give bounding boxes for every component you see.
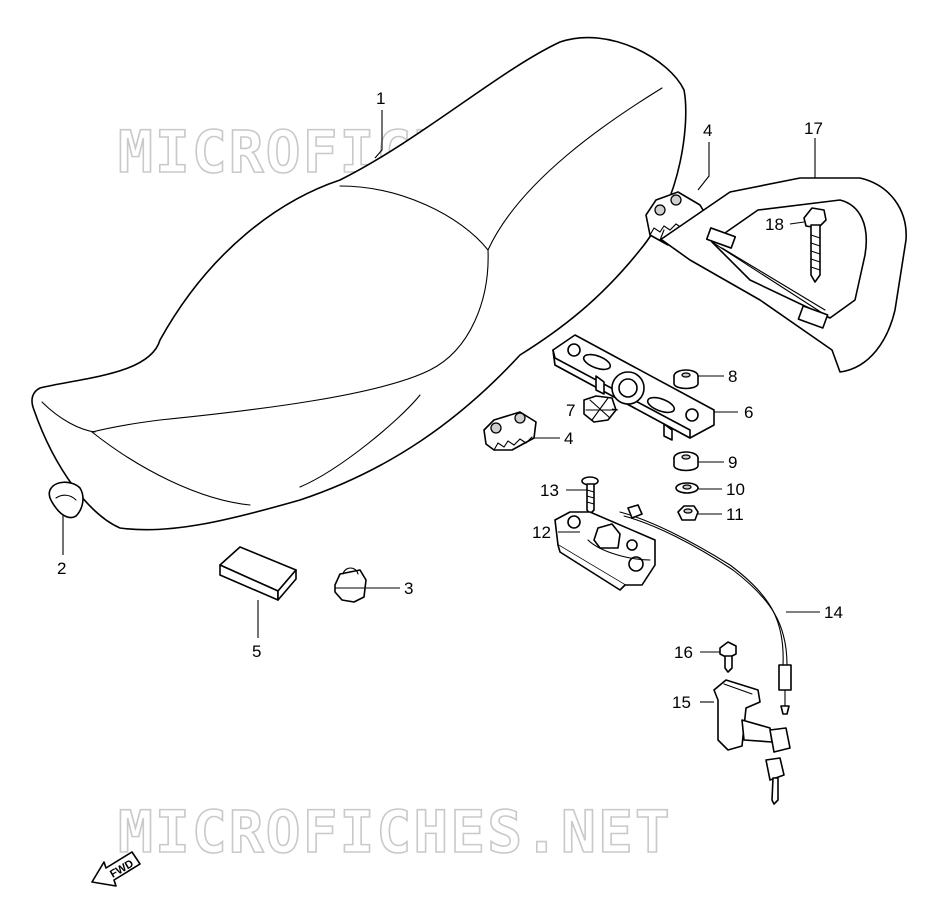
callout-1: 1 xyxy=(376,89,385,108)
rubber-cushion-lower[interactable] xyxy=(483,411,537,451)
washer-10[interactable] xyxy=(675,482,699,494)
callout-4-lower: 4 xyxy=(564,429,573,448)
screw-13[interactable] xyxy=(581,476,599,515)
rear-cover[interactable] xyxy=(659,177,907,373)
cushion-9[interactable] xyxy=(673,451,699,472)
callout-18: 18 xyxy=(765,215,784,234)
callout-13: 13 xyxy=(540,481,559,500)
fwd-arrow: FWD xyxy=(91,851,141,887)
callout-14: 14 xyxy=(824,603,843,622)
callout-8: 8 xyxy=(728,367,737,386)
callout-16: 16 xyxy=(674,643,693,662)
bolt-18[interactable] xyxy=(803,207,827,283)
nut[interactable] xyxy=(334,567,367,603)
callout-9: 9 xyxy=(728,453,737,472)
key-lock[interactable] xyxy=(713,679,791,805)
callout-15: 15 xyxy=(672,693,691,712)
callout-12: 12 xyxy=(532,523,551,542)
seat-lock[interactable] xyxy=(554,511,656,591)
fwd-label: FWD xyxy=(108,858,136,881)
block[interactable] xyxy=(219,546,297,601)
nut-11[interactable] xyxy=(677,505,699,521)
leader-lines xyxy=(62,110,820,703)
callout-5: 5 xyxy=(252,642,261,661)
seat-lock-cable[interactable] xyxy=(619,504,792,715)
callout-2: 2 xyxy=(57,559,66,578)
callout-4-upper: 4 xyxy=(703,121,712,140)
arrow-left-icon xyxy=(91,851,141,887)
damper[interactable] xyxy=(583,395,617,423)
bolt-16[interactable] xyxy=(719,641,737,673)
clip[interactable] xyxy=(48,481,84,519)
callout-10: 10 xyxy=(726,480,745,499)
callout-6: 6 xyxy=(744,403,753,422)
watermark-bottom: MICROFICHES.NET xyxy=(118,798,672,866)
seat-lock-bracket[interactable] xyxy=(552,334,715,441)
seat[interactable] xyxy=(31,36,687,531)
cushion-8[interactable] xyxy=(673,369,699,390)
callout-17: 17 xyxy=(804,119,823,138)
callout-7: 7 xyxy=(566,401,575,420)
callout-11: 11 xyxy=(726,505,744,524)
callout-labels: 1 2 3 4 4 5 6 7 8 9 10 11 12 13 14 15 16… xyxy=(57,89,843,712)
callout-3: 3 xyxy=(404,579,413,598)
